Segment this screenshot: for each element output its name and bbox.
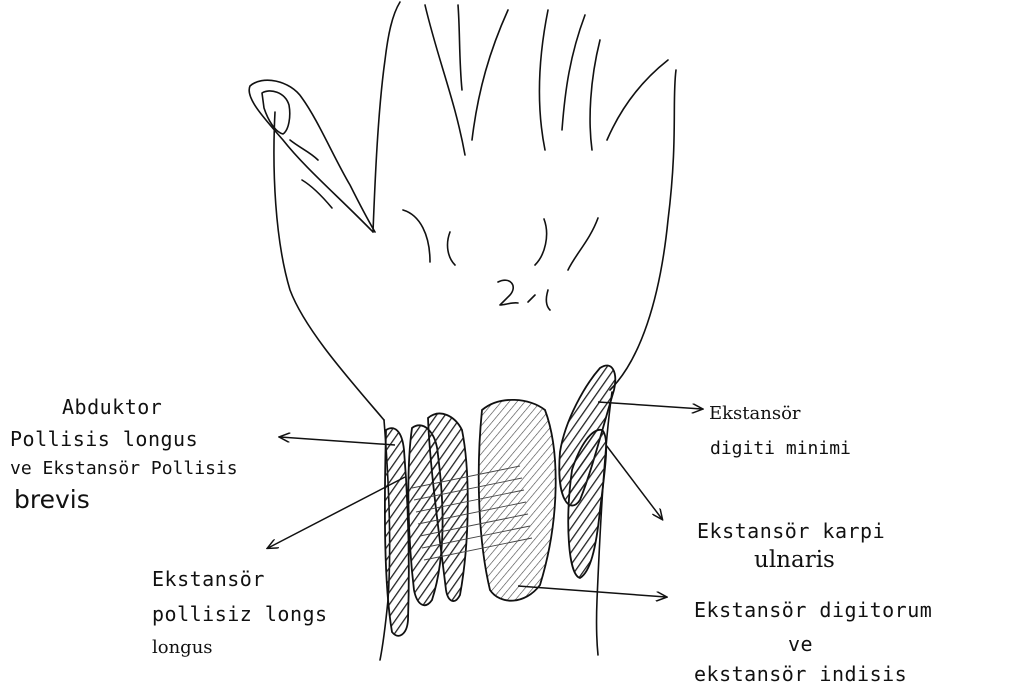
arrow-ext-digitorum [518, 586, 666, 597]
label-abductor-line3: ve Ekstansör Pollisis [10, 460, 238, 478]
label-ecu-line1: Ekstansör karpi [697, 521, 885, 541]
label-abductor-line1: Abduktor [62, 397, 162, 417]
label-edm-line2: digiti minimi [710, 440, 851, 458]
thumb-outline [249, 80, 375, 232]
label-edc-line1: Ekstansör digitorum [694, 600, 932, 620]
ring-finger [562, 15, 585, 130]
compartment-ext-digitorum [479, 400, 556, 601]
label-edm-line1: Ekstansör [709, 405, 801, 423]
arrow-ext-carpi-ulnaris [606, 445, 662, 519]
little-finger [607, 60, 668, 140]
label-epl-line1: Ekstansör [152, 569, 265, 589]
label-edc-line2: ve [788, 634, 813, 654]
arrow-ext-digiti-minimi [598, 402, 702, 409]
label-abductor-line4: brevis [14, 487, 90, 512]
hand-left-edge [274, 112, 384, 420]
index-finger [373, 2, 400, 232]
middle-finger [472, 10, 508, 140]
thumbnail [262, 91, 290, 134]
compartment-abductor [385, 428, 409, 636]
arrow-abductor [280, 437, 395, 445]
label-ecu-line2: ulnaris [754, 549, 835, 572]
label-epl-line3: longus [152, 639, 213, 657]
label-epl-line2: pollisiz longs [152, 604, 328, 624]
label-edc-line3: ekstansör indisis [694, 664, 907, 684]
label-abductor-line2: Pollisis longus [10, 429, 198, 449]
